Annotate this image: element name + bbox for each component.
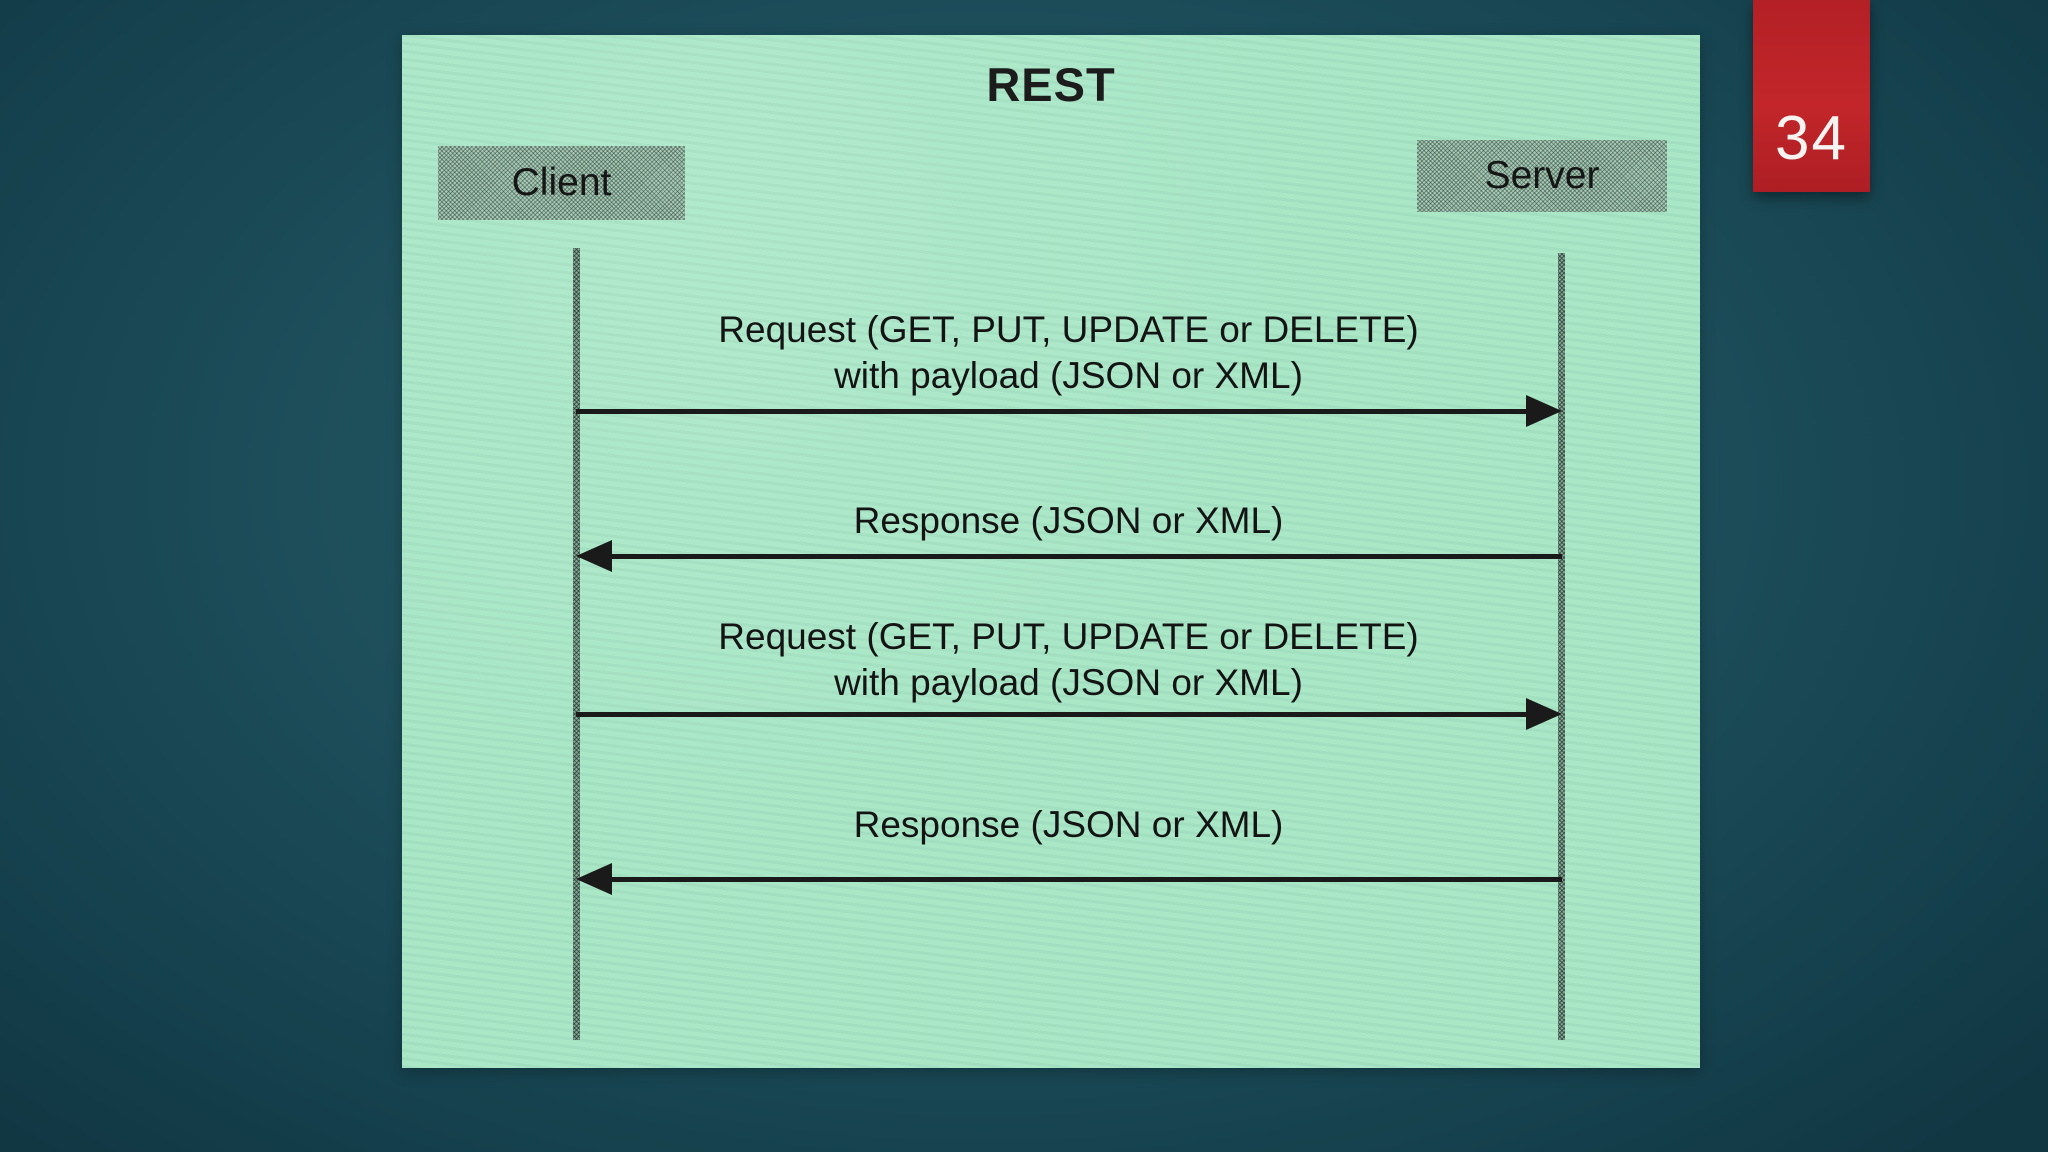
actor-box-server: Server [1417, 140, 1667, 212]
arrowhead-left-icon [576, 863, 612, 895]
actor-box-client: Client [438, 146, 685, 220]
message-label: Response (JSON or XML) [576, 802, 1561, 848]
message-label-line2: with payload (JSON or XML) [834, 355, 1303, 396]
sequence-diagram-panel: REST Client Server Request (GET, PUT, UP… [402, 35, 1700, 1068]
page-number: 34 [1775, 104, 1848, 173]
actor-label-server: Server [1484, 154, 1600, 197]
message-label: Request (GET, PUT, UPDATE or DELETE) wit… [576, 307, 1561, 399]
message-arrow-response-2 [576, 862, 1562, 896]
message-label-line1: Response (JSON or XML) [853, 804, 1284, 845]
message-label-line1: Response (JSON or XML) [853, 500, 1284, 541]
message-label-line1: Request (GET, PUT, UPDATE or DELETE) [718, 309, 1419, 350]
arrow-shaft [576, 409, 1532, 414]
message-arrow-request-1 [576, 394, 1562, 428]
arrow-shaft [606, 554, 1562, 559]
arrowhead-right-icon [1526, 698, 1562, 730]
arrow-shaft [576, 712, 1532, 717]
message-arrow-request-2 [576, 697, 1562, 731]
message-arrow-response-1 [576, 539, 1562, 573]
message-label: Request (GET, PUT, UPDATE or DELETE) wit… [576, 614, 1561, 706]
diagram-title: REST [986, 58, 1116, 111]
arrowhead-left-icon [576, 540, 612, 572]
lifeline-client [573, 248, 580, 1040]
lifeline-server [1558, 253, 1565, 1040]
message-label-line2: with payload (JSON or XML) [834, 662, 1303, 703]
actor-label-client: Client [511, 161, 612, 204]
message-label-line1: Request (GET, PUT, UPDATE or DELETE) [718, 616, 1419, 657]
message-label: Response (JSON or XML) [576, 498, 1561, 544]
arrow-shaft [606, 877, 1562, 882]
page-number-badge: 34 [1753, 0, 1870, 192]
arrowhead-right-icon [1526, 395, 1562, 427]
